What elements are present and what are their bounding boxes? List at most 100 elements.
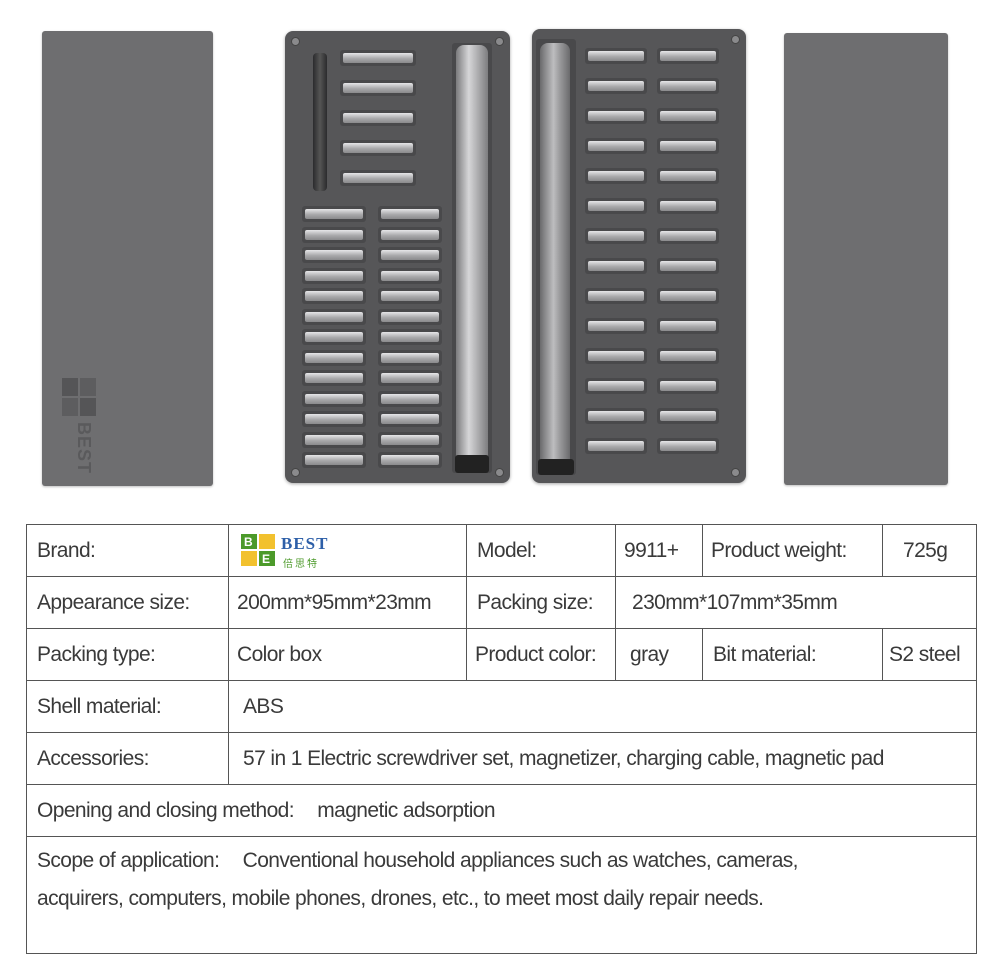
table-row: Packing type: Color box Product color: g… [26,628,977,681]
accessories-label: Accessories: [26,732,229,785]
screwdriver-bit[interactable] [305,414,363,424]
appearance-value: 200mm*95mm*23mm [228,576,467,629]
opening-value: magnetic adsorption [317,798,495,822]
screwdriver-bit[interactable] [660,441,716,451]
screwdriver-bit[interactable] [588,351,644,361]
screwdriver-bit[interactable] [381,373,439,383]
weight-label: Product weight: [702,524,883,577]
opening-label: Opening and closing method: [37,798,295,822]
screwdriver-bit[interactable] [660,171,716,181]
screwdriver-bit[interactable] [305,332,363,342]
table-row: Shell material: ABS [26,680,977,733]
packing-size-label: Packing size: [466,576,616,629]
screwdriver-bit[interactable] [588,411,644,421]
screwdriver-bit[interactable] [588,201,644,211]
screwdriver-bit[interactable] [660,291,716,301]
table-row: Accessories: 57 in 1 Electric screwdrive… [26,732,977,785]
screwdriver-bit[interactable] [660,81,716,91]
screwdriver-bit[interactable] [305,270,363,281]
screwdriver-bit[interactable] [381,414,439,424]
right-bit-tray [532,29,746,483]
packing-type-value: Color box [228,628,467,681]
packing-type-label: Packing type: [26,628,229,681]
bit-holder-tool[interactable] [313,53,327,191]
screwdriver-bit[interactable] [343,113,413,123]
brand-logo-subtext: 倍思特 [283,559,319,570]
weight-value: 725g [882,524,977,577]
shell-label: Shell material: [26,680,229,733]
screwdriver-bit[interactable] [588,141,644,151]
screwdriver-bit[interactable] [588,81,644,91]
model-value: 9911+ [615,524,703,577]
screwdriver-bit[interactable] [343,53,413,63]
screwdriver-bit[interactable] [660,381,716,391]
brand-logo-text: BEST [281,534,329,553]
left-lid-panel: BEST [42,31,213,486]
color-label: Product color: [466,628,616,681]
opening-row: Opening and closing method: magnetic ads… [26,784,977,837]
screwdriver-bit[interactable] [305,291,363,301]
screwdriver-bit[interactable] [305,229,363,240]
screwdriver-bit[interactable] [305,352,363,363]
screwdriver-bit[interactable] [660,351,716,361]
screwdriver-bit[interactable] [588,321,644,331]
screwdriver-bit[interactable] [305,393,363,404]
left-bit-tray [285,31,510,483]
brand-label: Brand: [26,524,229,577]
screwdriver-bit[interactable] [588,291,644,301]
screwdriver-bit[interactable] [305,250,363,260]
scope-row: Scope of application: Conventional house… [26,836,977,954]
screwdriver-bit[interactable] [343,143,413,153]
screwdriver-bit[interactable] [660,201,716,211]
screwdriver-bit[interactable] [381,209,439,219]
screwdriver-bit[interactable] [305,455,363,465]
screwdriver-bit[interactable] [660,111,716,121]
screwdriver-body[interactable] [540,43,570,467]
screwdriver-bit[interactable] [588,441,644,451]
screwdriver-bit[interactable] [588,231,644,241]
screwdriver-bit[interactable] [588,111,644,121]
screwdriver-bit[interactable] [343,173,413,183]
screwdriver-bit[interactable] [305,434,363,445]
product-image: BEST [42,29,948,486]
color-value: gray [615,628,703,681]
screwdriver-bit[interactable] [381,291,439,301]
screwdriver-bit[interactable] [381,393,439,404]
screwdriver-bit[interactable] [381,455,439,465]
screwdriver-bit[interactable] [305,311,363,322]
brand-logo-icon: B E [241,534,275,566]
screwdriver-bit[interactable] [588,381,644,391]
screwdriver-bit[interactable] [381,229,439,240]
accessories-value: 57 in 1 Electric screwdriver set, magnet… [228,732,977,785]
screwdriver-bit[interactable] [660,321,716,331]
screwdriver-bit[interactable] [381,311,439,322]
screwdriver-bit[interactable] [305,373,363,383]
packing-size-value: 230mm*107mm*35mm [615,576,977,629]
screwdriver-bit[interactable] [660,261,716,271]
screwdriver-bit[interactable] [588,51,644,61]
appearance-label: Appearance size: [26,576,229,629]
screwdriver-bit[interactable] [381,332,439,342]
electric-screwdriver[interactable] [456,45,488,465]
screwdriver-bit[interactable] [343,83,413,93]
screwdriver-bit[interactable] [660,411,716,421]
case-logo: BEST [60,376,100,474]
brand-logo: B E BEST 倍思特 [228,524,467,577]
bit-material-value: S2 steel [882,628,977,681]
screwdriver-bit[interactable] [381,270,439,281]
model-label: Model: [466,524,616,577]
screwdriver-bit[interactable] [588,261,644,271]
screwdriver-bit[interactable] [381,434,439,445]
svg-text:E: E [262,552,270,566]
screwdriver-bit[interactable] [660,231,716,241]
screwdriver-bit[interactable] [381,352,439,363]
best-logo-icon [62,378,96,416]
screwdriver-bit[interactable] [660,141,716,151]
screwdriver-bit[interactable] [381,250,439,260]
scope-value-1: Conventional household appliances such a… [242,849,799,872]
table-row: Appearance size: 200mm*95mm*23mm Packing… [26,576,977,629]
bit-material-label: Bit material: [702,628,883,681]
screwdriver-bit[interactable] [660,51,716,61]
screwdriver-bit[interactable] [588,171,644,181]
screwdriver-bit[interactable] [305,209,363,219]
